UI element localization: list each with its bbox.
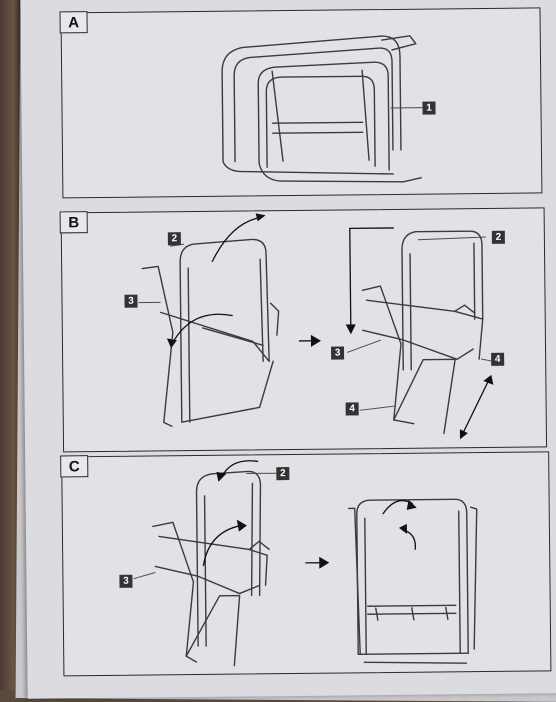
panel-a: A 1 [60, 7, 542, 198]
unfolding-chair-illustration [62, 208, 546, 451]
callout-4-right: 4 [491, 353, 504, 366]
callout-3-right: 3 [331, 346, 344, 359]
callout-3-left: 3 [124, 295, 137, 308]
callout-2-left: 2 [168, 232, 181, 245]
callout-4-bottom: 4 [346, 402, 359, 415]
callout-2-c: 2 [276, 467, 289, 480]
folding-chair-illustration [62, 452, 550, 675]
instruction-page: A 1 B [20, 0, 556, 699]
callout-2-right: 2 [492, 231, 505, 244]
callout-1: 1 [422, 102, 435, 115]
panel-c: C [61, 451, 551, 676]
callout-3-c: 3 [119, 575, 132, 588]
panel-b: B [61, 207, 547, 452]
folded-chair-illustration [62, 8, 542, 197]
